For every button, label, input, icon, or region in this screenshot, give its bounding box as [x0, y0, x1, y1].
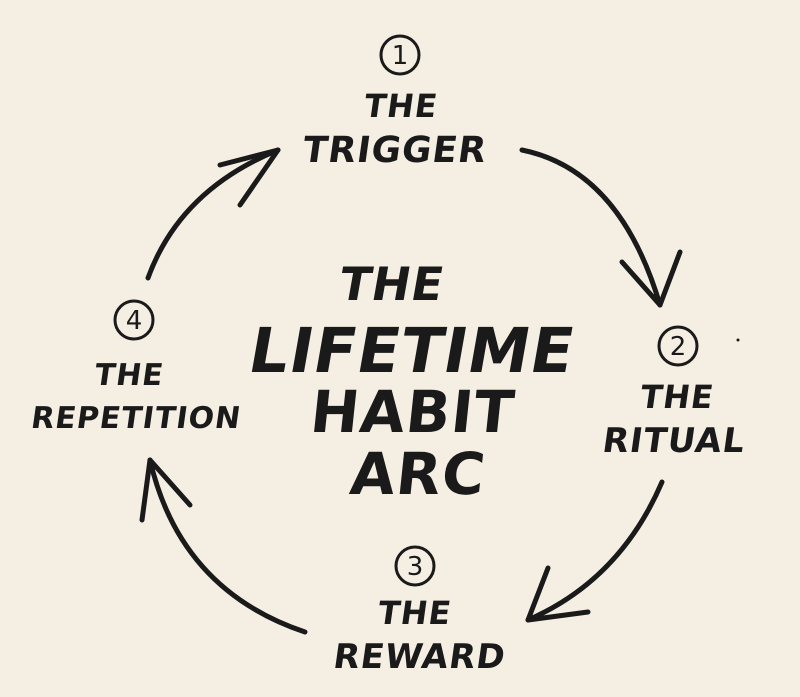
arrow-ritual-to-reward-shaft — [525, 479, 665, 623]
arrow-trigger-to-ritual — [519, 147, 683, 308]
arrow-reward-to-repetition-shaft — [147, 457, 308, 635]
arrow-trigger-to-ritual-shaft — [519, 147, 663, 308]
step-number-circle-1 — [379, 34, 421, 76]
center-title-line4: ARC — [347, 440, 489, 508]
arrow-ritual-to-reward — [525, 479, 665, 623]
arrow-ritual-to-reward-head — [525, 565, 591, 623]
center-title-line1: THE — [335, 257, 449, 311]
center-title-line2: LIFETIME — [243, 314, 580, 386]
step-number-circle-3 — [394, 545, 436, 587]
step-label-repetition-line2: REPETITION — [29, 401, 244, 436]
stray-ink-dot — [736, 338, 740, 342]
step-label-trigger-line2: TRIGGER — [300, 128, 490, 171]
step-number-circle-4 — [113, 299, 155, 341]
center-title: THE LIFETIME HABIT ARC — [243, 257, 580, 508]
step-number-1: 1 — [392, 41, 409, 71]
arrow-trigger-to-ritual-head — [619, 249, 683, 308]
arrow-reward-to-repetition-head — [139, 457, 193, 523]
step-label-ritual-line2: RITUAL — [600, 421, 748, 461]
step-repetition: 4 THE REPETITION — [29, 299, 244, 436]
arrow-reward-to-repetition — [139, 457, 308, 635]
step-number-3: 3 — [407, 552, 424, 582]
step-number-2: 2 — [670, 332, 687, 362]
step-label-reward-line1: THE — [375, 594, 454, 632]
step-trigger: 1 THE TRIGGER — [300, 34, 490, 171]
step-label-ritual-line1: THE — [638, 378, 717, 416]
arrow-repetition-to-trigger — [145, 147, 281, 281]
step-number-circle-2 — [657, 325, 699, 367]
step-number-4: 4 — [126, 306, 143, 336]
center-title-line3: HABIT — [307, 378, 518, 446]
step-label-trigger-line1: THE — [362, 87, 441, 125]
step-label-reward-line2: REWARD — [331, 637, 509, 677]
arrow-repetition-to-trigger-head — [217, 147, 281, 208]
step-label-repetition-line1: THE — [92, 358, 166, 393]
step-ritual: 2 THE RITUAL — [600, 325, 748, 461]
arrow-repetition-to-trigger-shaft — [145, 147, 281, 281]
step-reward: 3 THE REWARD — [331, 545, 509, 677]
